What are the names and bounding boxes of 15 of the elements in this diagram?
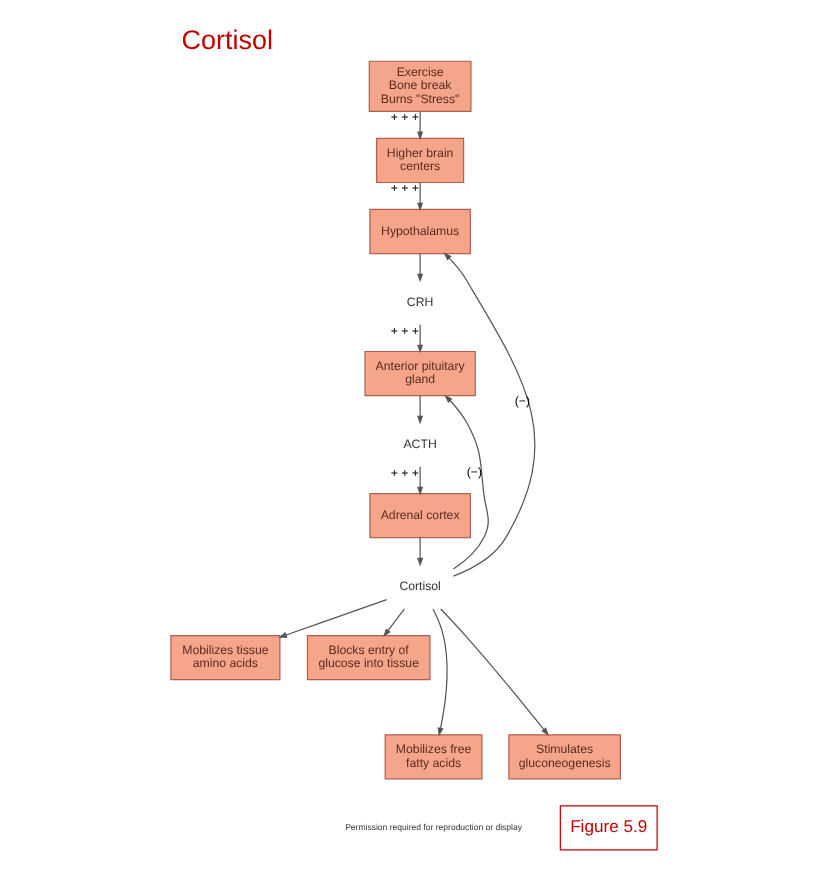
arrow xyxy=(440,608,549,736)
arrow xyxy=(383,608,406,638)
diagram-title: Cortisol xyxy=(181,24,273,55)
arrow xyxy=(278,599,388,638)
arrow xyxy=(432,608,448,737)
arrow xyxy=(417,324,424,354)
arrow xyxy=(417,395,424,425)
arrow xyxy=(444,394,489,570)
arrow xyxy=(417,537,424,567)
arrow xyxy=(417,111,424,141)
arrow xyxy=(443,252,536,577)
arrow xyxy=(417,182,424,212)
label: Figure 5.9 xyxy=(570,816,648,837)
arrow xyxy=(417,466,424,496)
arrow xyxy=(417,253,424,283)
